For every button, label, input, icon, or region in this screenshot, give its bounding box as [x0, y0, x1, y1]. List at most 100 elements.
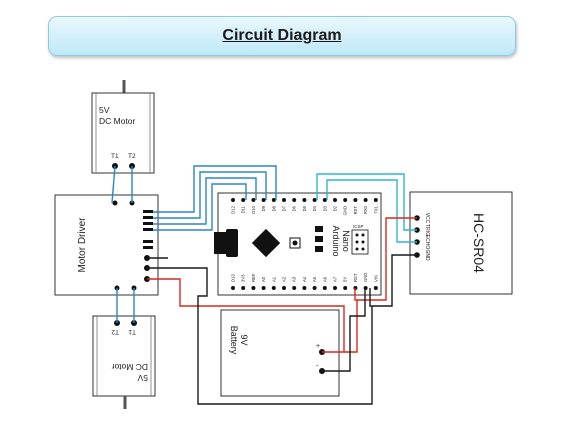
motor-bottom-terminal-2-label: T2 — [111, 328, 119, 335]
battery-9v: 9V Battery + - — [220, 309, 340, 397]
arduino-bottom-pin-label: RST — [353, 273, 358, 282]
arduino-top-pin-d12 — [231, 198, 235, 202]
arduino-label-line2: Nano — [341, 230, 351, 252]
arduino-top-pin-d2 — [333, 198, 337, 202]
arduino-top-pin-label: D12 — [231, 205, 236, 213]
motor-top-terminal-1-label: T1 — [111, 153, 119, 160]
arduino-top-pin-label: D11 — [241, 205, 246, 213]
arduino-bottom-pin-label: A6 — [322, 276, 327, 282]
driver-in-pin-4 — [143, 228, 153, 231]
arduino-top-pin-label: D6 — [292, 205, 297, 211]
arduino-top-pin-rx0 — [363, 198, 368, 202]
dc-motor-top: 5V DC Motor T1 T2 — [91, 80, 155, 174]
sensor-body — [409, 191, 513, 295]
sensor-pin-label: TRIG — [424, 224, 430, 236]
arduino-bottom-pin-a4 — [302, 286, 307, 290]
arduino-bottom-pin-label: REF — [251, 273, 256, 282]
arduino-bottom-pin-label: D13 — [231, 274, 236, 282]
arduino-bottom-pin-label: 3V3 — [241, 274, 246, 282]
driver-out-1 — [112, 200, 118, 206]
arduino-top-pin-label: D8 — [271, 205, 276, 211]
arduino-top-pin-d8 — [271, 198, 276, 202]
dc-motor-bottom: 5V DC Motor T1 T2 — [92, 315, 156, 409]
driver-in-pin-5 — [143, 240, 153, 243]
arduino-top-pin-label: RST — [353, 206, 358, 215]
sensor-pin-label: ECHO — [424, 235, 430, 250]
driver-in-pin-2 — [143, 216, 153, 219]
arduino-top-pin-label: D4 — [312, 205, 317, 211]
motor-top-label-line1: 5V — [99, 105, 110, 115]
arduino-icsp-header — [351, 229, 369, 255]
arduino-bottom-pin-a6 — [322, 286, 327, 290]
motor-bottom-label-line2: DC Motor — [111, 362, 148, 372]
motor-bottom-terminal-1-label: T1 — [128, 328, 136, 335]
wire-in4 — [153, 183, 247, 231]
arduino-top-pin-label: D7 — [282, 205, 287, 211]
arduino-top-pin-d5 — [302, 198, 307, 202]
arduino-top-pin-gnd — [343, 198, 348, 202]
arduino-top-pin-d4 — [312, 198, 317, 202]
wire-group — [111, 165, 417, 405]
arduino-bottom-pin-label: VIN — [373, 275, 378, 282]
arduino-top-pin-d11 — [241, 198, 246, 202]
sensor-pin-label: GND — [424, 249, 430, 261]
wire-in2 — [153, 171, 267, 219]
arduino-bottom-pin-label: A2 — [282, 276, 287, 282]
arduino-top-pin-label: D10 — [251, 205, 256, 213]
arduino-top-pin-d6 — [292, 198, 297, 202]
motor-bottom-label-line1: 5V — [137, 373, 148, 383]
motor-driver: Motor Driver — [54, 194, 159, 296]
wire-battery-negative — [322, 288, 366, 372]
wire-in1 — [153, 165, 277, 213]
arduino-top-pin-label: D5 — [302, 205, 307, 211]
arduino-bottom-pin-label: 5V — [343, 277, 348, 282]
wire-sensor-vcc — [354, 217, 417, 301]
driver-in-pin-3 — [143, 222, 153, 225]
arduino-top-pin-label: GND — [343, 206, 348, 215]
arduino-bottom-pin-5v — [343, 286, 348, 290]
arduino-bottom-pin-a2 — [282, 286, 286, 290]
wire-echo — [326, 179, 417, 243]
arduino-top-pin-d3 — [322, 198, 327, 202]
battery-label-line1: 9V — [239, 334, 249, 345]
arduino-top-pin-d10 — [251, 198, 256, 202]
wire-in3 — [153, 177, 257, 225]
arduino-top-pin-label: RX0 — [363, 205, 368, 214]
arduino-bottom-pin-a5 — [312, 286, 317, 290]
arduino-bottom-pin-label: A4 — [302, 276, 307, 282]
motor-driver-label: Motor Driver — [77, 217, 88, 273]
arduino-bottom-pin-d13 — [231, 286, 235, 290]
arduino-top-pin-d9 — [261, 198, 266, 202]
wire-trig — [316, 173, 417, 231]
arduino-bottom-pin-label: A1 — [271, 276, 276, 282]
wire-motor-top-t1 — [111, 165, 116, 204]
arduino-bottom-pin-vin — [373, 286, 378, 290]
arduino-icsp-label: ICSP — [353, 224, 364, 229]
motor-driver-body — [54, 194, 159, 296]
arduino-bottom-pin-label: GND — [363, 273, 368, 282]
wire-driver-gnd — [147, 267, 373, 405]
arduino-top-pin-label: D9 — [261, 205, 266, 211]
sensor-pin-label: VCC — [424, 213, 430, 224]
wire-vin — [344, 300, 358, 353]
motor-top-label-line2: DC Motor — [99, 116, 136, 126]
battery-plus-label: + — [316, 343, 320, 350]
title-banner: Circuit Diagram — [48, 16, 516, 56]
arduino-bottom-pin-label: A0 — [261, 276, 266, 282]
motor-top-terminal-2-label: T2 — [128, 153, 136, 160]
wire-battery-positive — [147, 278, 345, 353]
battery-label-line2: Battery — [229, 326, 239, 355]
arduino-top-pin-label: TX1 — [373, 205, 378, 213]
arduino-top-pin-label: D2 — [333, 205, 338, 211]
arduino-bottom-pin-label: A5 — [312, 276, 317, 282]
arduino-top-pin-rst — [353, 198, 358, 202]
arduino-bottom-pin-a1 — [271, 286, 276, 290]
sensor-label: HC-SR04 — [471, 213, 487, 273]
arduino-bottom-pin-a3 — [292, 286, 297, 290]
motor-top-body — [91, 92, 155, 174]
